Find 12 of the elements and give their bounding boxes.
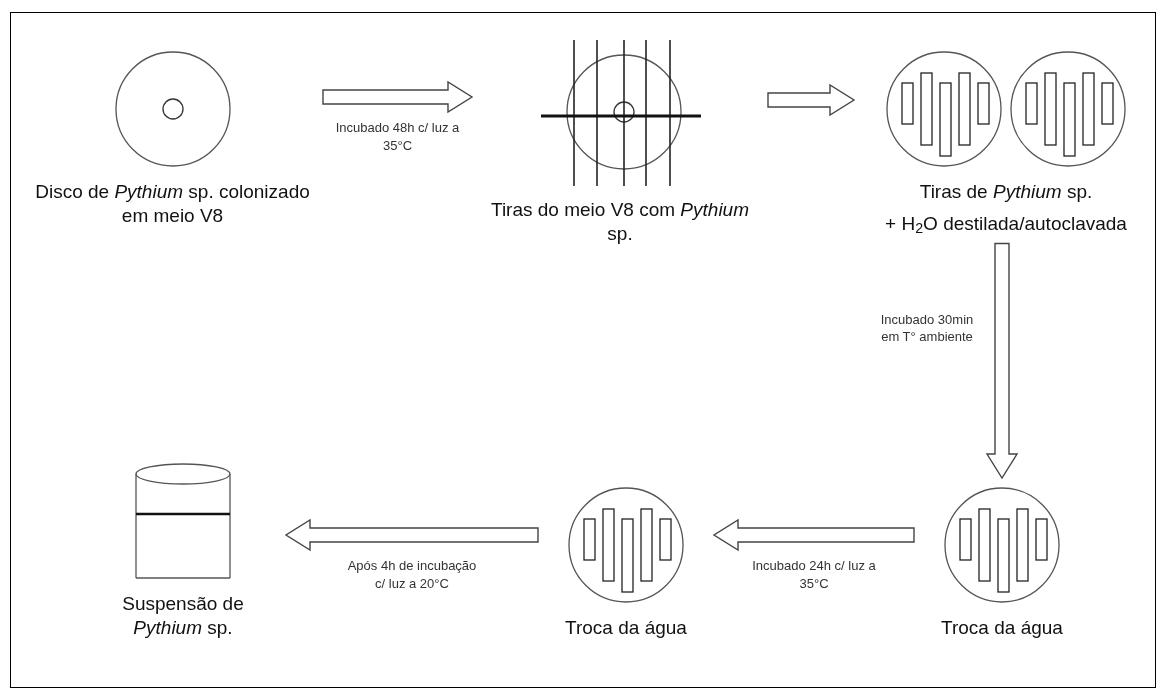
block-arrow [985,242,1019,480]
step-caption: Suspensão de Pythium sp. [121,592,245,640]
block-arrow [284,518,539,552]
step-caption: + H$_{2}$O destilada/autoclavada [885,211,1127,236]
step-caption: Troca da água [565,616,687,640]
block-arrow [322,80,474,114]
block-arrow [767,83,856,117]
step-caption: Disco de Pythium sp. colonizado em meio V8 [34,180,311,228]
step-caption: Tiras de Pythium sp. [919,180,1093,204]
step-caption: Tiras do meio V8 com Pythium sp. [490,198,750,246]
step-caption: Troca da água [941,616,1063,640]
block-arrow [712,518,915,552]
